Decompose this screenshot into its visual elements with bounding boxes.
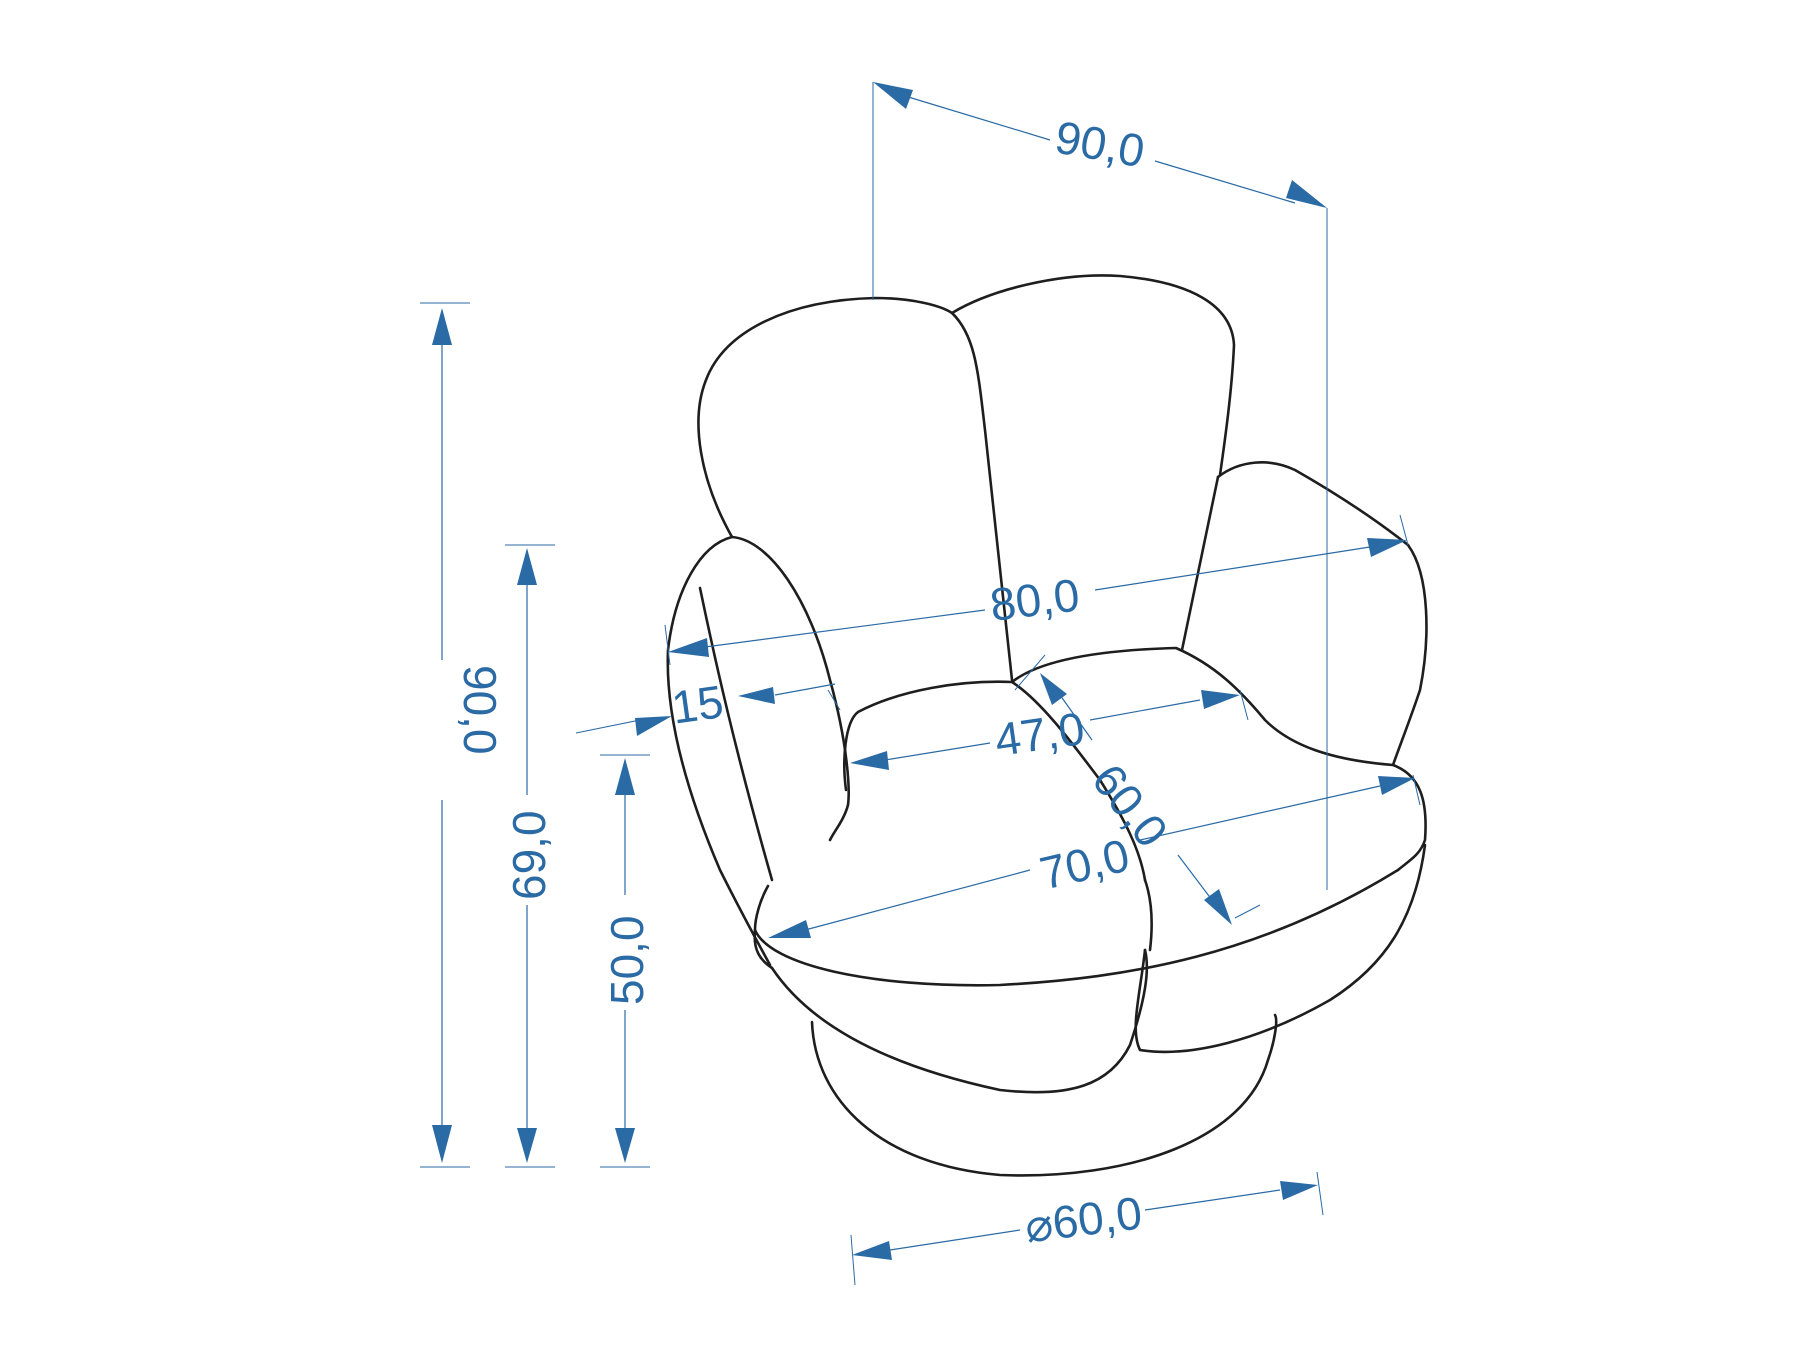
dimension-base-diameter: ⌀60,0 [1022, 1186, 1145, 1252]
dimension-armrest-width: 15 [669, 675, 727, 734]
armrest-left-inner-edge [698, 586, 774, 882]
dimension-lines: 90,0 90,0 69,0 50,0 80,0 [420, 82, 1421, 1286]
seat-center-divider [1143, 878, 1153, 952]
front-lower-left-cushion [770, 948, 1149, 1094]
dimension-seat-height: 50,0 [601, 915, 653, 1005]
backrest-right-edge [1180, 475, 1220, 652]
seat-front-left-cushion [753, 928, 774, 970]
armrest-left-outer [666, 535, 772, 967]
armrest-left-inner [730, 535, 850, 842]
dimension-seat-front-width: 70,0 [1035, 829, 1134, 900]
backrest-left-cushion [697, 296, 1014, 682]
backrest-right-cushion [950, 274, 1236, 477]
dimension-armrest-height: 69,0 [503, 810, 555, 900]
dimension-total-width: 90,0 [1051, 111, 1148, 178]
backrest-right-wing [1216, 461, 1410, 547]
seat-front-edge [753, 868, 1400, 987]
armrest-right [1391, 543, 1428, 767]
dimension-seat-width: 47,0 [992, 702, 1088, 766]
armchair-outline [666, 274, 1428, 1177]
front-lower-right-cushion [1134, 843, 1427, 1054]
dimension-total-height: 90,0 [454, 665, 506, 755]
chair-base [810, 1013, 1278, 1177]
seat-cushion-right [1010, 646, 1427, 872]
dimension-inner-width: 80,0 [987, 568, 1082, 631]
